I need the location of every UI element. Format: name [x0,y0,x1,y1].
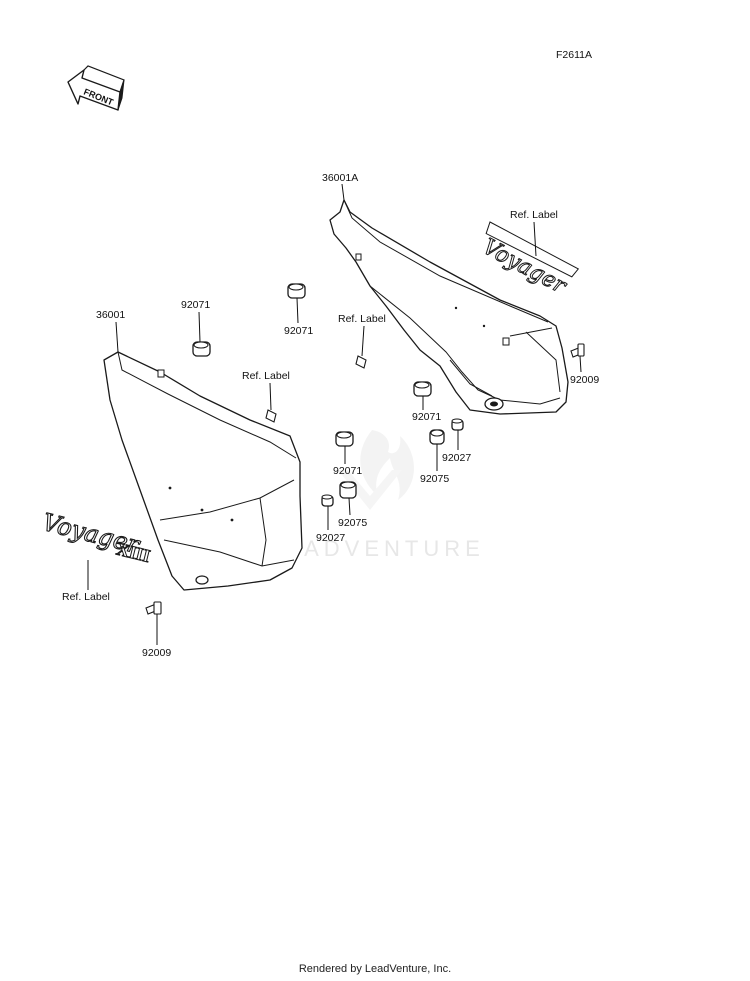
callout-ref-label-left-small: Ref. Label [242,370,290,382]
side-cover-left [103,351,303,591]
leader-92009-right [579,355,582,373]
emblem-right: Voyager [478,221,580,300]
leader-36001 [115,321,119,353]
screw-92009-left [145,601,162,615]
front-direction-arrow: FRONT [67,65,125,111]
leader-92075-center [348,497,351,516]
grommet-92071-center [335,431,354,447]
callout-36001: 36001 [96,309,125,321]
callout-92075-right: 92075 [420,473,449,485]
grommet-92071-right [413,381,432,397]
watermark-flame-icon [338,430,414,510]
callout-92071-center: 92071 [333,465,362,477]
figure-code: F2611A [556,49,592,61]
callout-92071-right: 92071 [412,411,441,423]
watermark-text: LEADVENTURE [267,536,485,561]
callout-92009-left: 92009 [142,647,171,659]
grommet-92071-top-center [287,283,306,299]
leader-92071-top-left [198,311,201,343]
callout-ref-label-emblem-right: Ref. Label [510,209,558,221]
callout-92009-right: 92009 [570,374,599,386]
leader-ref-label-left-small [269,382,272,411]
callout-92027-right: 92027 [442,452,471,464]
callout-92075-center: 92075 [338,517,367,529]
leader-36001A [341,183,345,201]
leader-92071-top-center [296,297,299,324]
watermark: LEADVENTURE [267,430,485,561]
callout-ref-label-center: Ref. Label [338,313,386,325]
collar-92027-right [451,418,464,431]
callout-92071-top-center: 92071 [284,325,313,337]
grommet-92071-top-left [192,341,211,357]
callout-92027-center: 92027 [316,532,345,544]
callout-36001A: 36001A [322,172,358,184]
callout-92071-top-left: 92071 [181,299,210,311]
leader-ref-label-center [361,325,365,357]
grommet-92075-center [339,481,357,499]
footer-credit: Rendered by LeadVenture, Inc. [298,963,452,975]
label-clip-left [265,409,277,423]
side-cover-right [329,199,569,415]
screw-92009-right [570,343,585,358]
grommet-92075-right [429,429,445,445]
leader-ref-label-emblem-right [533,221,537,257]
collar-92027-center [321,494,334,507]
emblem-left-numeral: XIII [114,539,152,567]
emblem-left: Voyager XIII [39,508,153,567]
label-clip-center [355,355,367,369]
callout-ref-label-emblem-left: Ref. Label [62,591,110,603]
